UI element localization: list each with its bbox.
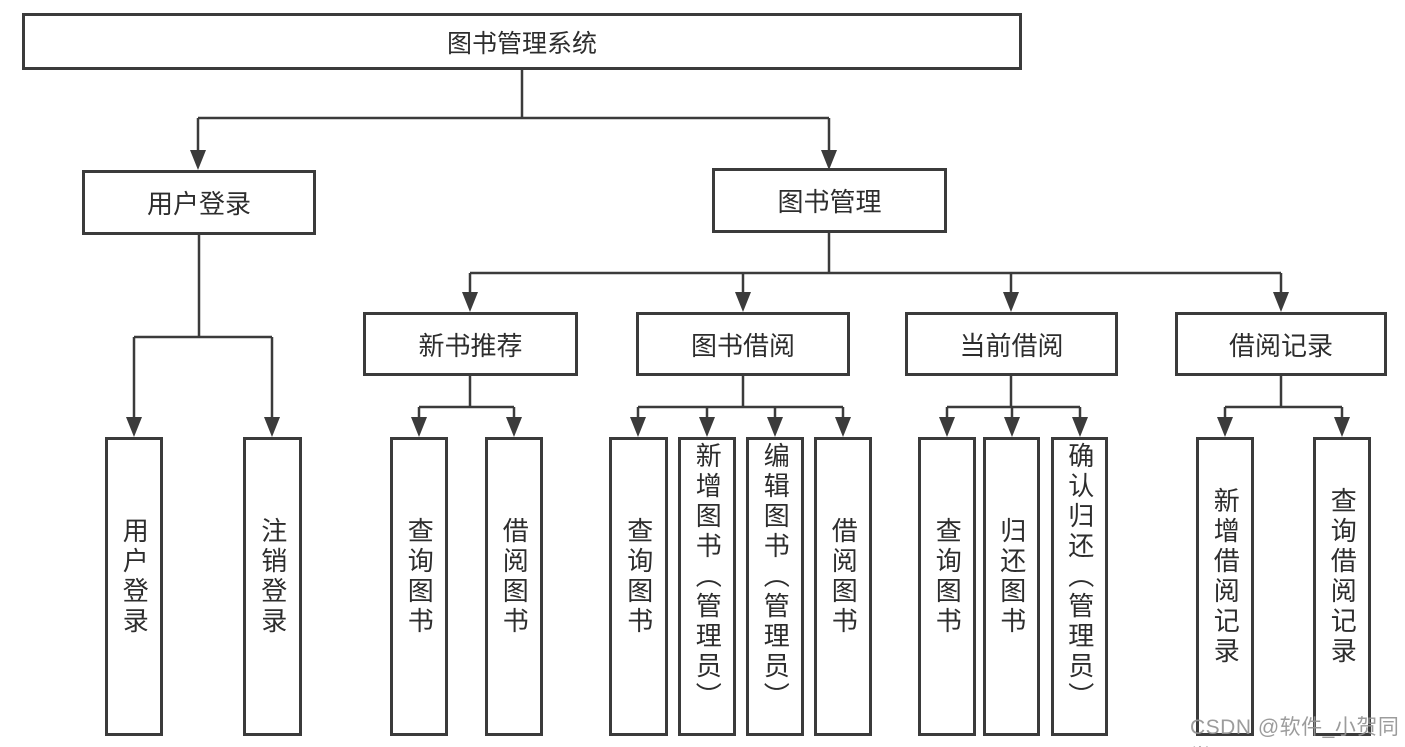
node-new-book-recommend-label: 新书推荐 [418, 330, 523, 361]
leaf-user-login-label: 用户登录 [119, 516, 150, 637]
leaf-edit-books-admin: 编辑图书（管理员） [746, 437, 804, 736]
csdn-watermark: CSDN @软件_小贺同学 [1190, 716, 1400, 747]
node-current-borrowing: 当前借阅 [905, 312, 1118, 376]
leaf-query-borrow-record: 查询借阅记录 [1313, 437, 1371, 736]
node-borrow-records: 借阅记录 [1175, 312, 1387, 376]
node-book-borrowing-label: 图书借阅 [690, 330, 795, 361]
leaf-logout-label: 注销登录 [257, 516, 288, 637]
leaf-user-login: 用户登录 [105, 437, 163, 736]
leaf-query-books-recommend-label: 查询图书 [404, 516, 435, 637]
leaf-confirm-return-admin: 确认归还（管理员） [1051, 437, 1108, 736]
leaf-borrow-books-label: 借阅图书 [828, 516, 859, 637]
node-library-system: 图书管理系统 [22, 13, 1022, 70]
node-current-borrowing-label: 当前借阅 [959, 330, 1064, 361]
node-user-login: 用户登录 [82, 170, 316, 235]
leaf-borrow-books-recommend-label: 借阅图书 [499, 516, 530, 637]
leaf-query-books-current-label: 查询图书 [932, 516, 963, 637]
node-user-login-label: 用户登录 [146, 189, 251, 219]
node-library-system-label: 图书管理系统 [446, 29, 597, 58]
leaf-borrow-books-recommend: 借阅图书 [485, 437, 543, 736]
leaf-query-books-borrowing-label: 查询图书 [623, 516, 654, 637]
node-book-management: 图书管理 [712, 168, 947, 233]
node-borrow-records-label: 借阅记录 [1228, 330, 1333, 361]
leaf-logout: 注销登录 [243, 437, 302, 736]
node-book-management-label: 图书管理 [777, 187, 882, 217]
leaf-add-books-admin-label: 新增图书（管理员） [692, 441, 723, 712]
arrowheads [126, 150, 1350, 437]
leaf-add-borrow-record-label: 新增借阅记录 [1210, 486, 1241, 667]
leaf-add-borrow-record: 新增借阅记录 [1196, 437, 1254, 736]
leaf-borrow-books: 借阅图书 [814, 437, 872, 736]
leaf-return-books: 归还图书 [983, 437, 1040, 736]
node-new-book-recommend: 新书推荐 [363, 312, 578, 376]
leaf-return-books-label: 归还图书 [996, 516, 1027, 637]
leaf-add-books-admin: 新增图书（管理员） [678, 437, 736, 736]
leaf-query-books-recommend: 查询图书 [390, 437, 448, 736]
node-book-borrowing: 图书借阅 [636, 312, 850, 376]
leaf-edit-books-admin-label: 编辑图书（管理员） [760, 441, 791, 712]
leaf-query-borrow-record-label: 查询借阅记录 [1327, 486, 1358, 667]
leaf-confirm-return-admin-label: 确认归还（管理员） [1064, 441, 1095, 712]
leaf-query-books-current: 查询图书 [918, 437, 976, 736]
leaf-query-books-borrowing: 查询图书 [609, 437, 668, 736]
